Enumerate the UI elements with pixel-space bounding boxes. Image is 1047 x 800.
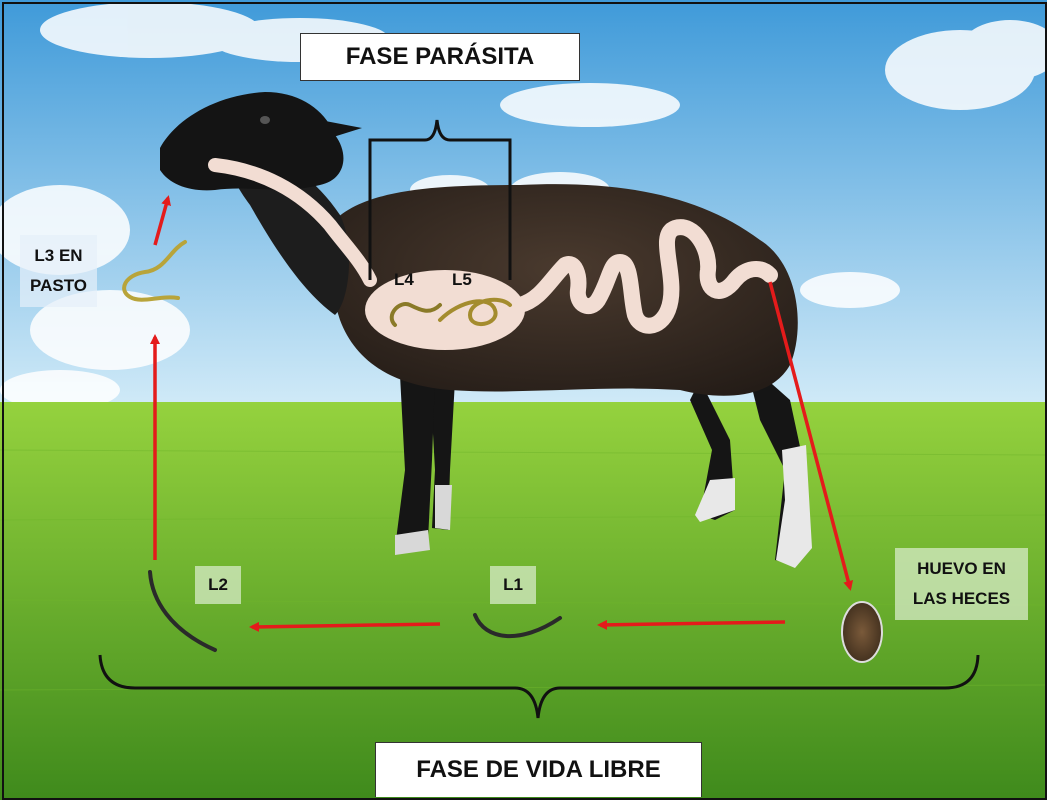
l2-worm [148,570,217,652]
parasitic-phase-title: FASE PARÁSITA [300,33,580,81]
sheep-hoof [395,530,430,555]
sheep-neck [228,150,350,315]
sheep-ear [320,120,362,138]
arrow-l1-to-l2 [249,621,441,632]
intestine [512,219,778,334]
esophagus [208,158,377,287]
arrow-egg-to-l1 [597,619,786,630]
cycle-arrows [150,195,854,632]
l1-label: L1 [490,566,536,604]
larva-l4-worm [389,302,442,327]
free-living-phase-bracket [98,654,980,719]
egg-label-line1: HUEVO EN [917,559,1006,578]
egg-in-feces [841,601,883,663]
stomach [365,270,525,350]
arrow-sheep-to-egg [768,281,854,591]
sheep-hoof-2 [435,485,452,530]
egg-label-line2: LAS HECES [912,589,1011,608]
sheep-head [160,92,344,191]
parasitic-phase-bracket [368,119,512,280]
sheep-hind-leg-back-sock [695,478,735,522]
larva-l5-worm [438,297,512,326]
free-living-phase-title: FASE DE VIDA LIBRE [375,742,702,797]
sheep-front-leg-front [395,375,435,552]
egg-label: HUEVO EN LAS HECES [895,548,1028,620]
l2-label: L2 [195,566,241,604]
larva-l4-label: L4 [394,270,414,289]
larva-l5-label: L5 [452,270,472,289]
sheep [160,92,812,568]
l3-label-line1: L3 EN [34,246,83,265]
l3-label-line2: PASTO [30,276,87,295]
sheep-hind-leg-front-sock [776,445,812,568]
sheep-eye [260,116,270,124]
l1-worm [473,613,562,639]
l3-worm [122,240,187,302]
l3-pasture-label: L3 EN PASTO [20,235,97,307]
arrow-l3-to-mouth [153,195,171,246]
